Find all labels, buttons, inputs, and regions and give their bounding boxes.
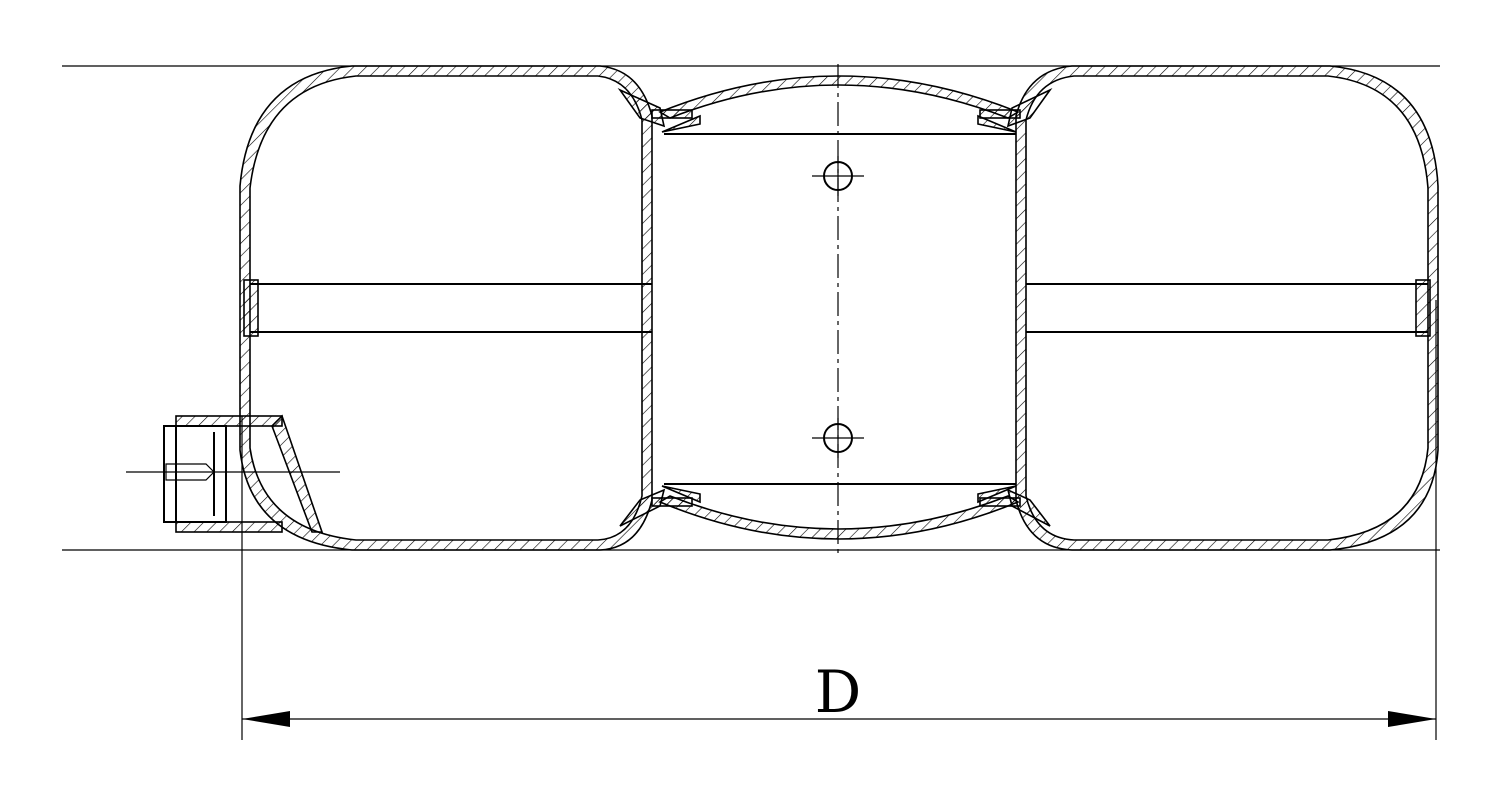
left-tank [239,65,666,551]
dimension-label: D [815,658,862,726]
right-tank [1006,65,1439,551]
lower-hole [812,418,864,458]
upper-hole [812,156,864,196]
central-section [651,64,1021,554]
inlet-fitting [126,414,340,533]
dimension-d: D [241,300,1437,740]
